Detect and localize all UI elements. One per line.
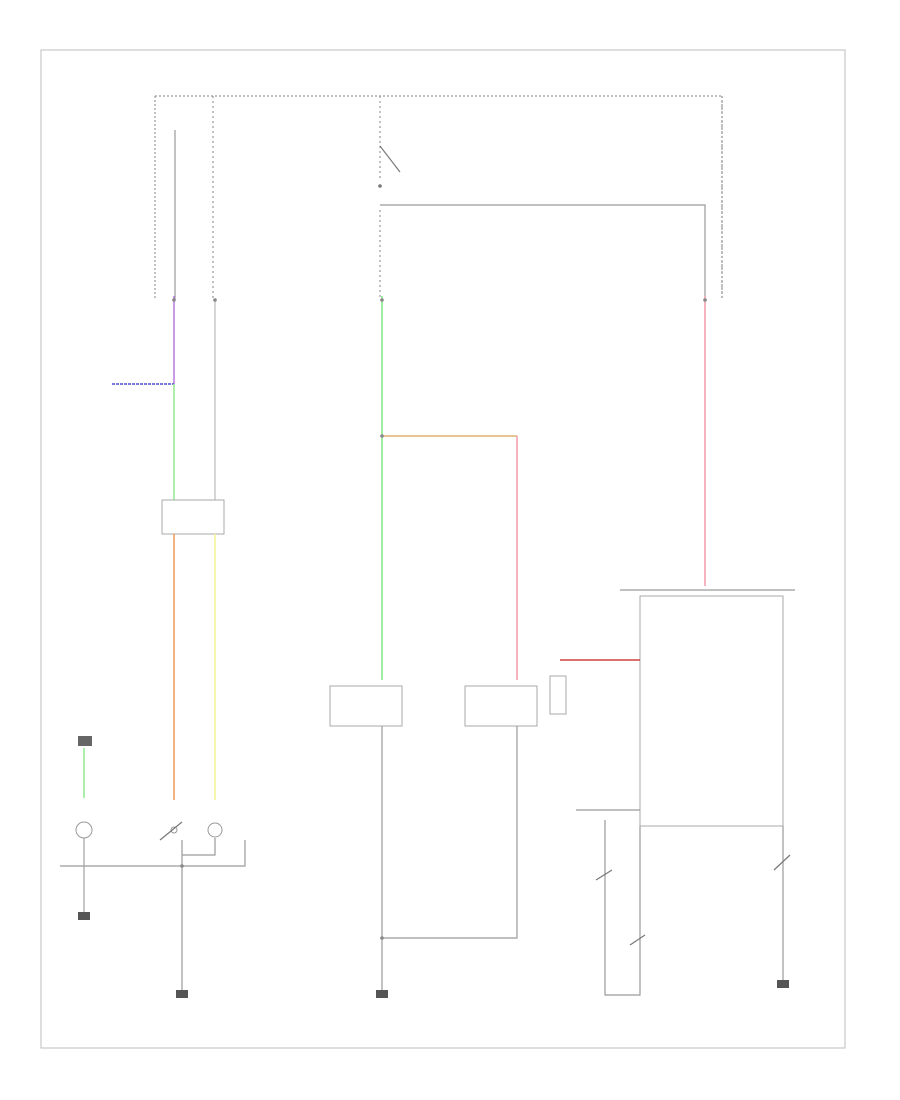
connector-dot	[380, 298, 384, 302]
center-feed-wire	[380, 204, 706, 300]
center-right-switch-wire	[382, 726, 518, 939]
lock-switch-small	[549, 675, 567, 715]
ground-center	[376, 990, 388, 998]
lock-actuator-module	[639, 595, 784, 827]
switch-contact-yellow	[207, 822, 223, 838]
ground-left-lamp	[78, 912, 90, 920]
switch-contact-orange	[170, 826, 178, 834]
connector-dot	[213, 298, 217, 302]
ground-right	[777, 980, 789, 988]
ignition-switch-contact	[378, 184, 382, 188]
illumination-ground-symbol	[78, 736, 92, 746]
ignition-switch-blade	[379, 145, 401, 173]
door-switch-left-box	[329, 685, 403, 727]
connector-dot	[703, 298, 707, 302]
connector-dot	[380, 434, 384, 438]
top-power-bus	[154, 95, 723, 300]
connector-dot	[180, 864, 184, 868]
connector-dot	[380, 936, 384, 940]
illumination-lamp	[75, 821, 93, 839]
actuator-switch-blade	[595, 869, 613, 881]
lock-switch-blade	[159, 821, 183, 841]
actuator-switch-blade-2	[629, 934, 646, 946]
door-switch-right-box	[464, 685, 538, 727]
right-switch-blade	[773, 854, 791, 871]
diagram-frame	[40, 49, 846, 1049]
ground-left	[176, 990, 188, 998]
door-lock-relay-box	[161, 499, 225, 535]
actuator-lower-left	[576, 809, 641, 996]
connector-dot	[172, 298, 176, 302]
